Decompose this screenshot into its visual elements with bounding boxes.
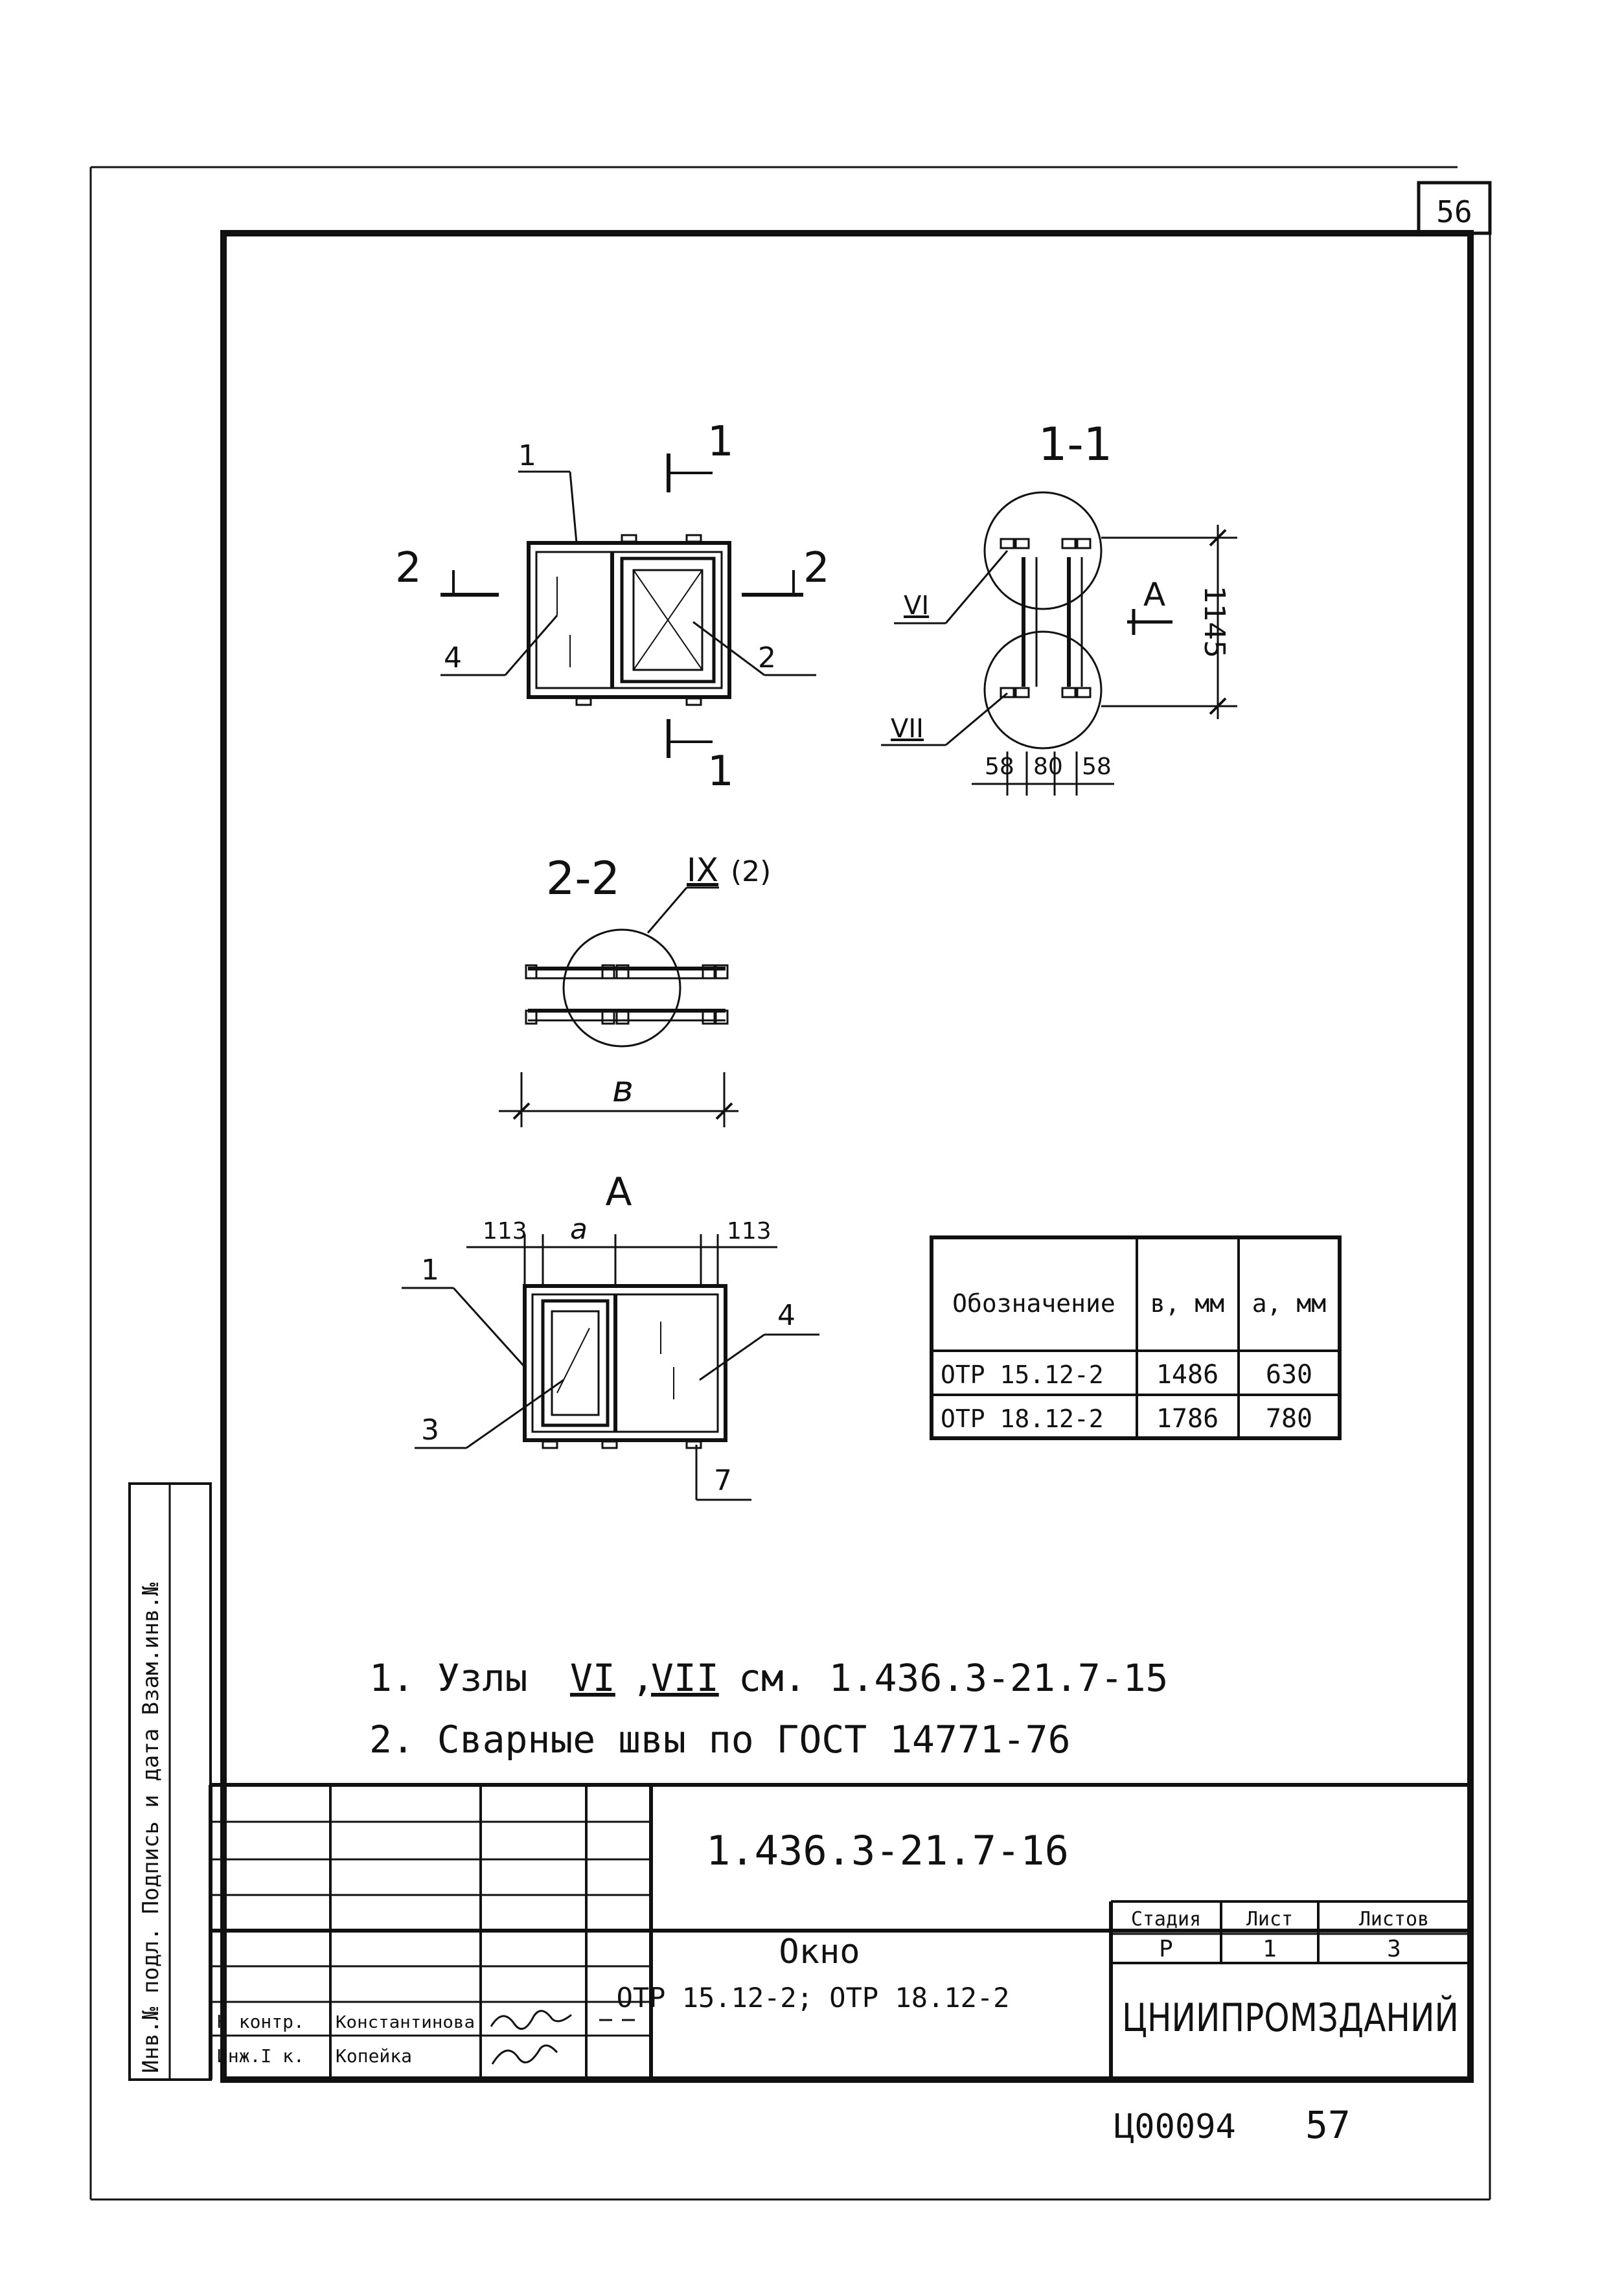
side-stamp: [128, 1482, 212, 2081]
title-role-2: Инж.I к.: [217, 2045, 304, 2067]
plan-cut-2-left: 2: [395, 544, 422, 592]
section-1-1-dim-left: 58: [985, 753, 1014, 780]
note-1-node-7: VII: [651, 1656, 719, 1700]
title-doc-number: 1.436.3-21.7-16: [706, 1827, 1069, 1874]
plan-callout-1: 1: [518, 439, 536, 472]
title-role-1: Н контр.: [217, 2011, 304, 2032]
plan-view: [440, 454, 816, 758]
section-2-2-node-suffix: (2): [731, 855, 771, 888]
title-sheet: 1: [1263, 1936, 1277, 1962]
dims-table: [930, 1235, 1342, 1440]
note-1-comma: ,: [632, 1656, 654, 1700]
note-1-prefix: 1. Узлы: [369, 1656, 527, 1700]
section-1-1-node-top: VI: [904, 591, 929, 621]
section-1-1-dim-right: 58: [1082, 753, 1112, 780]
dims-table-header-designation: Обозначение: [952, 1289, 1115, 1318]
view-a-title: A: [605, 1169, 632, 1215]
page-number-bottom: 57: [1305, 2103, 1351, 2147]
title-person-1: Константинова: [336, 2013, 475, 2032]
plan-callout-2: 2: [758, 641, 776, 674]
code-bottom: Ц00094: [1114, 2107, 1236, 2146]
section-2-2-title: 2-2: [546, 852, 620, 905]
dims-table-cell: 780: [1266, 1404, 1312, 1434]
view-a-callout-4: 4: [777, 1299, 795, 1332]
view-a-dim-left: 113: [483, 1218, 527, 1245]
section-1-1-node-bottom: VII: [891, 714, 924, 744]
dims-table-header-a: a, мм: [1252, 1289, 1326, 1318]
corner-number-box: 56: [1417, 181, 1492, 235]
dims-table-cell: ОТР 15.12-2: [941, 1361, 1104, 1389]
view-a-callout-1: 1: [421, 1254, 439, 1287]
section-2-2-dim-b: в: [612, 1068, 634, 1110]
title-products: ОТР 15.12-2; ОТР 18.12-2: [617, 1982, 1010, 2014]
plan-callout-4: 4: [444, 641, 462, 674]
title-organization: ЦНИИПРОМЗДАНИЙ: [1122, 1994, 1459, 2041]
title-stage-header: Стадия: [1131, 1908, 1201, 1931]
section-1-1-view-label: A: [1143, 576, 1165, 614]
plan-cut-2-right: 2: [803, 544, 830, 592]
title-sheets-header: Листов: [1359, 1908, 1429, 1931]
title-sheets: 3: [1387, 1936, 1401, 1962]
title-sheet-header: Лист: [1246, 1908, 1293, 1931]
dims-table-header-b: в, мм: [1150, 1289, 1224, 1318]
section-1-1: [881, 491, 1237, 796]
dims-table-cell: 1486: [1156, 1360, 1218, 1390]
view-a-callout-7: 7: [714, 1464, 732, 1497]
section-1-1-dim-height: 1145: [1198, 586, 1231, 658]
title-name: Окно: [779, 1933, 860, 1971]
section-2-2-node: IX: [687, 851, 718, 889]
note-1-suffix: см. 1.436.3-21.7-15: [738, 1656, 1168, 1700]
side-stamp-text: Инв.№ подл. Подпись и дата Взам.инв.№: [138, 1582, 164, 2073]
dims-table-cell: 1786: [1156, 1404, 1218, 1434]
title-stage: Р: [1159, 1936, 1173, 1962]
view-a: [402, 1234, 819, 1501]
sheet-border: [89, 166, 1491, 2201]
corner-number: 56: [1436, 194, 1472, 229]
signatures: [490, 2010, 635, 2065]
section-1-1-title: 1-1: [1038, 418, 1112, 471]
notes: 1. Узлы VI , VII см. 1.436.3-21.7-15 2. …: [369, 1656, 1168, 1762]
note-1-node-6: VI: [570, 1656, 615, 1700]
view-a-dim-a: a: [570, 1213, 588, 1246]
view-a-callout-3: 3: [421, 1414, 439, 1447]
note-2: 2. Сварные швы по ГОСТ 14771-76: [369, 1717, 1071, 1762]
title-person-2: Копейка: [336, 2045, 412, 2067]
dims-table-cell: 630: [1266, 1360, 1312, 1390]
plan-cut-1-bottom: 1: [707, 748, 734, 796]
plan-cut-1-top: 1: [707, 418, 734, 466]
dims-table-cell: ОТР 18.12-2: [941, 1405, 1104, 1433]
section-2-2: [499, 886, 738, 1127]
section-1-1-dim-mid: 80: [1033, 753, 1063, 780]
title-block: [209, 1783, 1470, 2080]
view-a-dim-right: 113: [727, 1218, 772, 1245]
